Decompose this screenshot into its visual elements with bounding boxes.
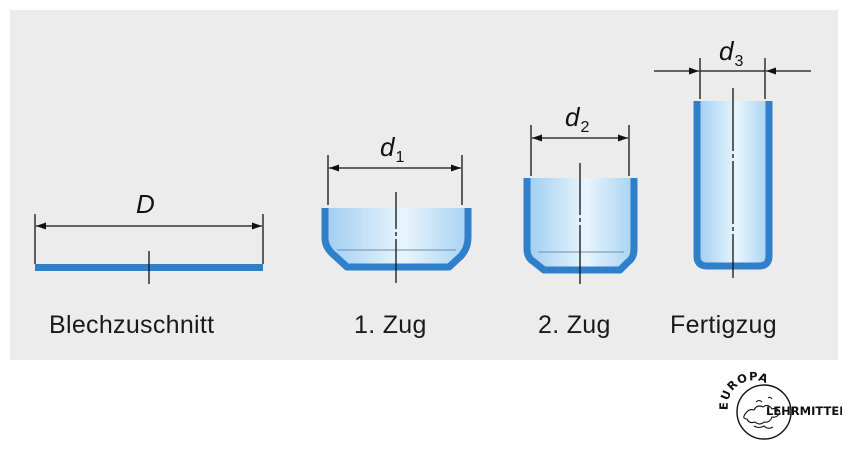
stage-label-first-draw: 1. Zug bbox=[354, 311, 427, 339]
dimension-label-d3: d3 bbox=[719, 36, 744, 70]
dimension-label-d2: d2 bbox=[565, 102, 590, 136]
first-draw-cup bbox=[321, 155, 472, 283]
blank-sheet bbox=[34, 214, 264, 284]
deep-drawing-diagram bbox=[34, 58, 811, 284]
final-draw-cup bbox=[654, 58, 811, 278]
stage-label-blank: Blechzuschnitt bbox=[49, 311, 215, 339]
diagram-panel: D d1 d2 d3 Blechzuschnitt 1. Zug 2. Zug … bbox=[10, 10, 838, 360]
stage-label-final-draw: Fertigzug bbox=[670, 311, 777, 339]
stage-label-second-draw: 2. Zug bbox=[538, 311, 611, 339]
dimension-label-d1: d1 bbox=[380, 132, 405, 166]
second-draw-cup bbox=[523, 125, 638, 284]
europa-lehrmittel-logo: EUROPA LEHRMITTEL bbox=[717, 369, 842, 440]
dimension-label-D: D bbox=[136, 189, 155, 219]
logo-right-text: LEHRMITTEL bbox=[766, 404, 842, 418]
